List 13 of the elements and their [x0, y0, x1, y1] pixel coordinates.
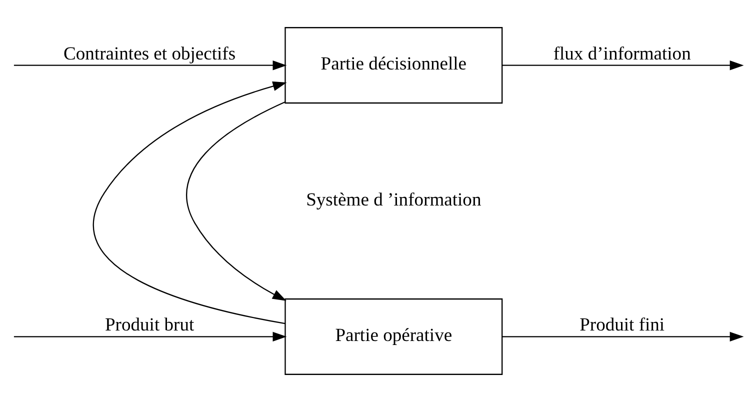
arrow	[502, 60, 744, 70]
arrow	[92, 81, 287, 324]
edge-label: Contraintes et objectifs	[64, 42, 236, 64]
node-box: Partie décisionnelle	[284, 26, 503, 104]
arrow	[186, 101, 286, 300]
arrow	[14, 331, 287, 342]
edge-label: Produit fini	[580, 314, 665, 336]
node-box: Partie opérative	[284, 298, 503, 374]
label: Système d ’information	[306, 188, 482, 210]
arrow	[502, 331, 744, 342]
arrow	[14, 60, 287, 70]
edge-label: flux d’information	[553, 42, 691, 64]
edge-label: Produit brut	[104, 314, 194, 336]
